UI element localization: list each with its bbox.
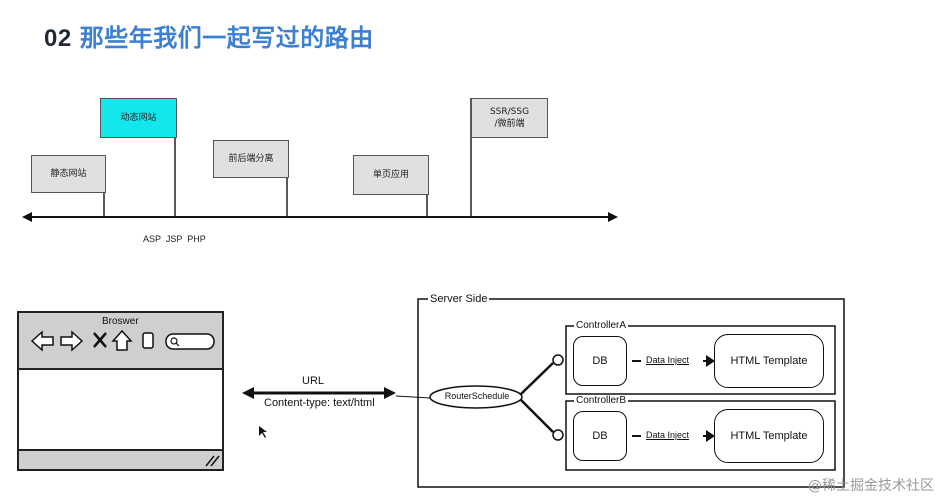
controller-a-box [565,325,836,395]
close-x-icon [93,332,107,348]
branch-to-controller-b [520,399,554,433]
db-label: DB [592,355,608,367]
flag-label: 静态网站 [50,169,87,179]
url-label: URL [302,375,325,387]
resize-grip-icon [205,455,215,467]
timeline-arrow-right [608,212,618,222]
controller-b-box [565,400,836,471]
mouse-cursor-icon [259,426,267,438]
controller-b-title: ControllerB [574,395,629,406]
flag-single-page-app: 单页应用 [353,155,429,195]
controller-a-db: DB [573,336,627,386]
tech-stack-label: ASP JSP PHP [143,234,206,244]
controller-b-port [552,429,564,441]
controller-a-port [552,354,564,366]
page-title: 02 那些年我们一起写过的路由 [44,18,374,53]
timeline-arrow-left [22,212,32,222]
controller-a-title: ControllerA [574,320,629,331]
flag-label: 动态网站 [120,113,157,123]
controller-b-html-template: HTML Template [714,409,824,463]
server-side-title: Server Side [428,293,490,305]
controller-a-data-inject: Data Inject [646,355,690,365]
browser-title: Broswer [102,316,139,327]
page-icon [142,332,154,349]
address-bar [165,333,215,350]
controller-b-data-inject: Data Inject [646,430,690,440]
router-schedule-label: RouterSchedule [444,391,510,401]
browser-statusbar [17,449,224,471]
search-icon [170,337,178,345]
template-label: HTML Template [730,355,808,367]
server-side-box [417,298,845,488]
flag-frontend-backend-separation: 前后端分离 [213,140,289,178]
flag-label: 单页应用 [372,170,409,180]
watermark: @稀土掘金技术社区 [808,478,934,494]
flag-label: 前后端分离 [228,154,274,164]
section-title: 那些年我们一起写过的路由 [79,24,374,52]
router-schedule-node [429,385,523,409]
controller-a-html-template: HTML Template [714,334,824,388]
back-arrow-icon [30,330,54,352]
section-number: 02 [44,25,72,52]
template-label: HTML Template [730,430,808,442]
home-icon [111,329,133,351]
controller-b-db: DB [573,411,627,461]
flag-label: /微前端 [494,119,525,129]
db-label: DB [592,430,608,442]
flag-ssr-ssg: SSR/SSG /微前端 [471,98,548,138]
content-type-label: Content-type: text/html [264,397,375,409]
flag-static-site: 静态网站 [31,155,106,193]
flag-label: SSR/SSG [489,107,530,117]
forward-arrow-icon [60,330,84,352]
branch-to-controller-a [520,362,554,395]
flag-dynamic-site: 动态网站 [100,98,177,138]
